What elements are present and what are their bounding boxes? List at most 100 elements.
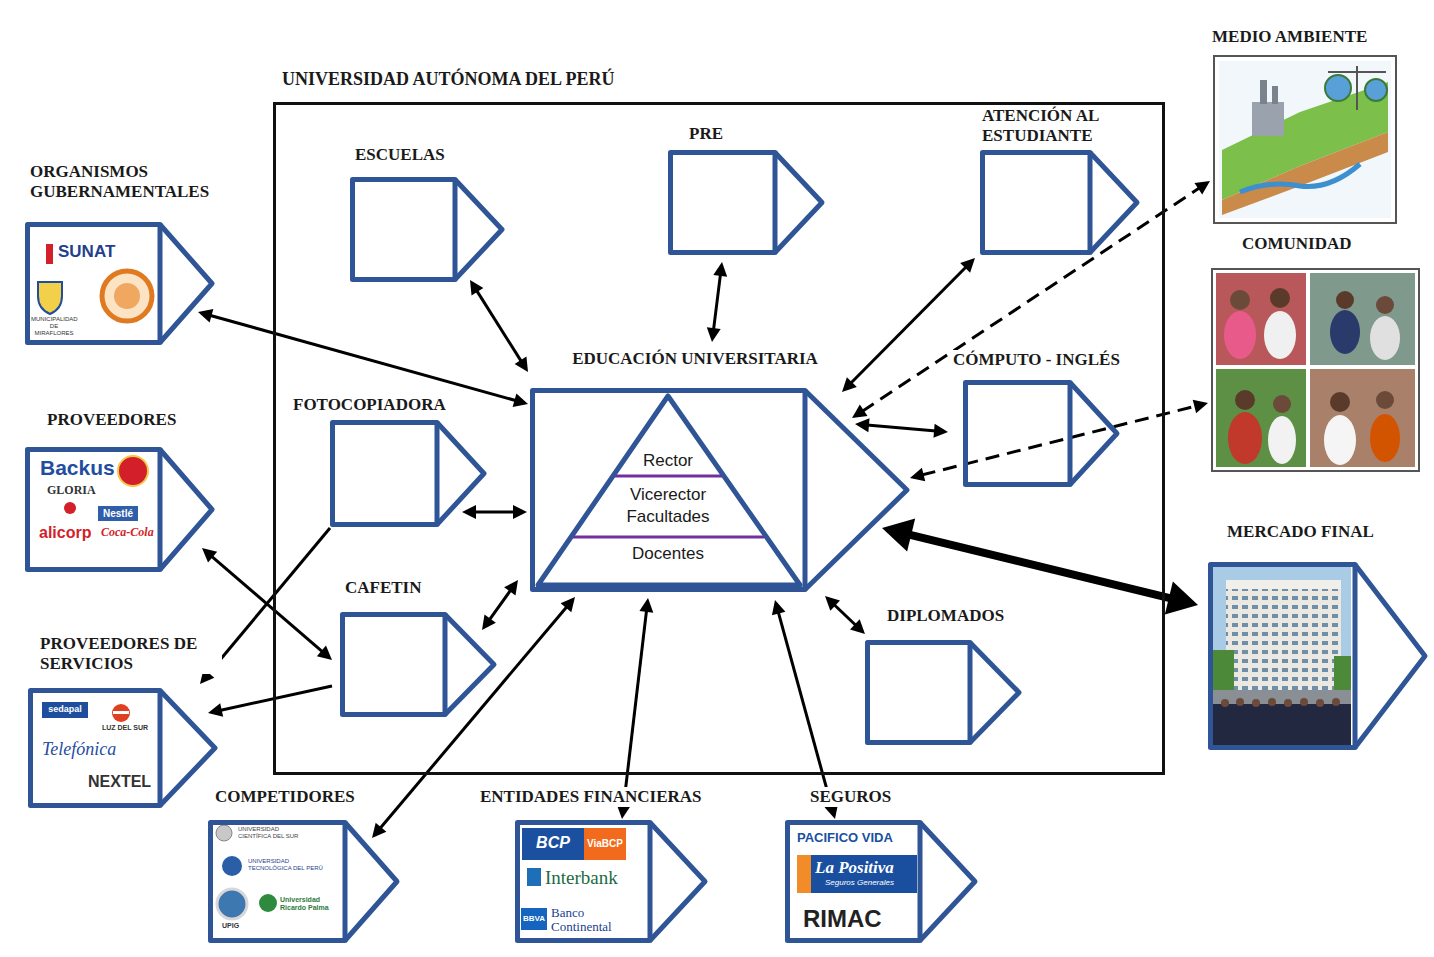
connector bbox=[910, 400, 1208, 482]
connector bbox=[462, 505, 527, 519]
arrowhead bbox=[202, 548, 217, 562]
arrowhead bbox=[639, 598, 653, 613]
node-heading: ORGANISMOS GUBERNAMENTALES bbox=[28, 162, 247, 202]
node-heading: FOTOCOPIADORA bbox=[291, 395, 448, 415]
node-text: MUNICIPALIDAD DE MIRAFLORES bbox=[31, 316, 77, 337]
level-label: Rector bbox=[610, 451, 726, 471]
process-box: DIPLOMADOS bbox=[865, 640, 1022, 745]
organization-boundary: UNIVERSIDAD AUTÓNOMA DEL PERÚESCUELASPRE… bbox=[273, 102, 1165, 775]
connector-line bbox=[476, 290, 521, 362]
connector bbox=[825, 596, 865, 634]
arrowhead bbox=[850, 619, 865, 634]
pyramid-level: Rector bbox=[610, 446, 726, 476]
process-box: PRE bbox=[668, 150, 825, 255]
level-label: Docentes bbox=[590, 544, 746, 564]
arrow-box-outline bbox=[350, 177, 505, 282]
pyramid-level: Vicerector Facultades bbox=[590, 480, 746, 534]
node-text: SUNAT bbox=[58, 242, 115, 262]
process-box: PROVEEDORESBackusGLORIANestléalicorpCoca… bbox=[25, 447, 215, 572]
connector bbox=[482, 580, 518, 630]
node-text: Interbank bbox=[545, 866, 618, 889]
arrow-box-outline bbox=[963, 380, 1120, 487]
connector-line bbox=[474, 511, 515, 514]
process-box: ATENCIÓN AL ESTUDIANTE bbox=[980, 150, 1140, 255]
node-heading: DIPLOMADOS bbox=[885, 606, 1006, 626]
arrowhead bbox=[317, 646, 332, 660]
connector-line bbox=[909, 535, 1171, 599]
process-box: CAFETIN bbox=[340, 612, 497, 717]
process-box: EDUCACIÓN UNIVERSITARIA RectorVicerector … bbox=[530, 346, 910, 592]
node-heading: CAFETIN bbox=[343, 578, 424, 598]
process-box: CÓMPUTO - INGLÉS bbox=[963, 380, 1120, 487]
arrowhead bbox=[198, 309, 213, 322]
arrowhead bbox=[772, 600, 786, 615]
picture-box: MEDIO AMBIENTE bbox=[1215, 57, 1395, 222]
connector-line bbox=[778, 612, 832, 808]
arrowhead bbox=[482, 615, 496, 630]
node-heading: UNIVERSIDAD AUTÓNOMA DEL PERÚ bbox=[280, 69, 617, 89]
service-logos bbox=[42, 702, 130, 722]
environment-picture bbox=[1219, 61, 1391, 218]
insurance-logos bbox=[797, 855, 917, 893]
arrowhead bbox=[855, 418, 870, 432]
arrow-box-outline bbox=[668, 150, 825, 255]
node-heading: ENTIDADES FINANCIERAS bbox=[478, 787, 704, 807]
arrowhead bbox=[910, 468, 925, 482]
node-text: EDUCACIÓN UNIVERSITARIA bbox=[530, 349, 860, 369]
process-box: COMPETIDORESUNIVERSIDAD CIENTÍFICA DEL S… bbox=[208, 820, 400, 943]
connector bbox=[617, 598, 654, 819]
arrowhead bbox=[470, 280, 483, 296]
node-text: La Positiva bbox=[815, 858, 894, 878]
node-heading: COMPETIDORES bbox=[213, 787, 357, 807]
node-text: NEXTEL bbox=[88, 772, 151, 791]
arrowhead bbox=[372, 823, 386, 838]
node-heading: MEDIO AMBIENTE bbox=[1210, 27, 1369, 47]
process-box: ENTIDADES FINANCIERASBCPViaBCPInterbankB… bbox=[515, 820, 708, 943]
node-heading: ATENCIÓN AL ESTUDIANTE bbox=[980, 106, 1134, 146]
node-text: RIMAC bbox=[803, 904, 882, 933]
connector bbox=[882, 519, 1198, 615]
node-heading: PROVEEDORES bbox=[45, 410, 178, 430]
node-text: Backus bbox=[40, 455, 115, 480]
arrowhead bbox=[515, 356, 528, 372]
node-text: UNIVERSIDAD TECNOLÓGICA DEL PERÚ bbox=[248, 858, 328, 872]
process-box: FOTOCOPIADORA bbox=[330, 420, 487, 527]
arrow-box-outline bbox=[330, 420, 487, 527]
arrowhead bbox=[852, 404, 868, 418]
node-text: Coca-Cola bbox=[101, 525, 154, 539]
node-text: Nestlé bbox=[98, 507, 138, 520]
connector-line bbox=[210, 315, 517, 401]
arrowhead bbox=[1193, 400, 1208, 414]
arrowhead bbox=[842, 377, 857, 392]
node-text: UNIVERSIDAD CIENTÍFICA DEL SUR bbox=[238, 826, 308, 840]
node-text: Seguros Generales bbox=[825, 878, 894, 888]
campus-photo bbox=[1212, 566, 1351, 747]
node-heading: ESCUELAS bbox=[353, 145, 447, 165]
arrowhead bbox=[960, 258, 975, 273]
process-box: MERCADO FINAL bbox=[1208, 562, 1428, 750]
arrowhead bbox=[713, 262, 727, 277]
connector bbox=[208, 686, 332, 717]
arrowhead bbox=[1165, 581, 1198, 614]
node-heading: MERCADO FINAL bbox=[1225, 522, 1376, 542]
connector-line bbox=[623, 610, 646, 807]
node-text: alicorp bbox=[39, 523, 91, 542]
connector-line bbox=[867, 425, 936, 431]
connector bbox=[198, 309, 528, 407]
connector-line bbox=[208, 528, 330, 675]
node-heading: SEGUROS bbox=[808, 787, 893, 807]
node-text: Banco Continental bbox=[551, 906, 631, 934]
arrowhead bbox=[513, 393, 528, 406]
node-text: UPIG bbox=[222, 922, 239, 930]
connector-line bbox=[220, 686, 332, 710]
node-text: GLORIA bbox=[47, 483, 96, 497]
node-heading: PROVEEDORES DE SERVICIOS bbox=[38, 634, 222, 674]
arrow-box-outline bbox=[1208, 562, 1428, 750]
arrow-box-outline bbox=[865, 640, 1022, 745]
community-photos bbox=[1216, 273, 1415, 467]
arrowhead bbox=[707, 327, 721, 342]
process-box: SEGUROSPACIFICO VIDALa PositivaSeguros G… bbox=[785, 820, 978, 943]
level-label: Vicerector Facultades bbox=[613, 484, 723, 528]
competitor-logos bbox=[216, 825, 277, 919]
